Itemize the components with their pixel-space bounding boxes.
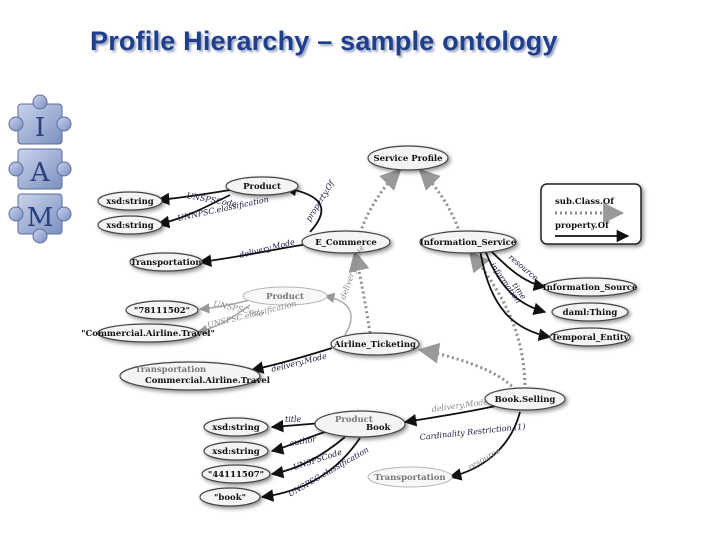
node-book-code-label: "44111507" [208,470,264,480]
edge-label-resource2: resource [467,446,503,472]
node-commercial-airline-travel-label: Commercial.Airline.Travel [145,376,271,386]
edge-label-delivery-mode: delivery.Mode [238,237,296,260]
node-commercial-airline-travel [119,361,261,391]
node-temporal-entity-label: Temporal_Entity [551,333,630,343]
edge-bookselling-transport [448,411,521,481]
edge-ghost-ticketing-product [323,292,352,336]
node-book-selling [484,387,566,411]
logo-letter-m: M [27,203,54,233]
edge-book-xsd4 [270,431,326,455]
edge-book-code [270,436,346,479]
node-xsd1 [97,191,163,211]
ghost-edges [196,292,352,336]
node-code-value-label: "78111502" [134,306,190,316]
edge-ghost-product-code [198,299,251,314]
node-airline-ticketing-label: Airline_Ticketing [333,340,416,350]
node-transportation-label: Transportation [130,258,201,268]
node-e-commerce [301,230,391,254]
iam-puzzle-logo: I A M [8,94,72,244]
edge-ghost-product-airline [196,304,251,335]
node-xsd1-label: xsd:string [106,197,154,207]
node-book-label: Book [366,423,392,433]
node-service-profile [367,145,449,171]
edge-ecommerce-product [283,183,323,233]
edge-bookselling-ticketing [417,342,517,391]
node-temporal-entity [549,327,631,347]
edge-ecommerce-transport [198,243,309,267]
legend-subclass-label: sub.Class.Of [555,197,615,207]
node-code-value [125,300,199,320]
node-information-source [543,277,637,297]
edge-bookselling-book [403,404,501,427]
node-information-service [419,230,517,254]
node-product-label: Product [243,182,281,192]
node-information-source-label: Information_Source [543,283,638,293]
edge-label-cardinality: Cardinality Restriction (1) [419,422,526,442]
node-xsd2 [97,215,163,235]
node-transportation-ghost-label: Transportation [135,365,206,375]
edge-ticketing-ecommerce [348,249,372,334]
edge-product-xsd2 [156,194,231,229]
edge-label-author: author [289,434,318,448]
node-book-value-label: "book" [214,493,246,503]
edge-ecommerce-serviceprofile [358,168,402,234]
node-information-service-label: Information_Service [420,238,517,248]
node-airline-ticketing [330,332,420,356]
node-xsd3-label: xsd:string [212,423,260,433]
node-book-code [201,464,271,484]
edge-label-delivery-mode4: delivery.Mode [431,397,489,414]
edge-infoservice-daml [484,249,547,316]
node-daml-thing [551,302,629,322]
node-book-transportation-ghost-label: Transportation [374,473,445,483]
logo-letter-i: I [35,113,45,143]
node-book-transportation-ghost [367,466,453,488]
node-product [225,176,299,196]
edge-product-xsd1 [156,189,231,206]
node-xsd4-label: xsd:string [212,447,260,457]
node-service-profile-label: Service Profile [373,154,443,164]
node-book-selling-label: Book.Selling [495,395,556,405]
node-daml-thing-label: daml:Thing [563,308,618,318]
node-book-product-ghost-label: Product [335,415,373,425]
subclass-edges [348,168,527,391]
node-book-value [199,487,261,507]
edge-label-delivery-mode3: delivery.Mode [270,351,328,374]
node-product-ghost-label: Product [266,292,304,302]
node-book [314,410,406,438]
node-transportation [129,252,203,272]
node-xsd3 [203,417,269,437]
edge-bookselling-infoservice [468,250,527,391]
node-airline-value [97,323,199,343]
legend-property-label: property.Of [555,221,610,231]
edge-infoservice-serviceprofile [418,168,462,234]
legend: sub.Class.Of property.Of [540,183,642,245]
node-xsd4 [203,441,269,461]
edge-ticketing-transport [250,347,333,374]
node-e-commerce-label: E_Commerce [315,238,377,248]
edge-infoservice-source [489,249,547,291]
logo-letter-a: A [30,158,51,188]
node-airline-value-label: "Commercial.Airline.Travel" [81,329,215,339]
edge-book-value [260,437,361,502]
edge-label-title: title [285,415,302,424]
node-xsd2-label: xsd:string [106,221,154,231]
page-title: Profile Hierarchy – sample ontology [90,26,558,56]
node-product-ghost [242,286,328,306]
edge-infoservice-temporal [479,249,552,341]
